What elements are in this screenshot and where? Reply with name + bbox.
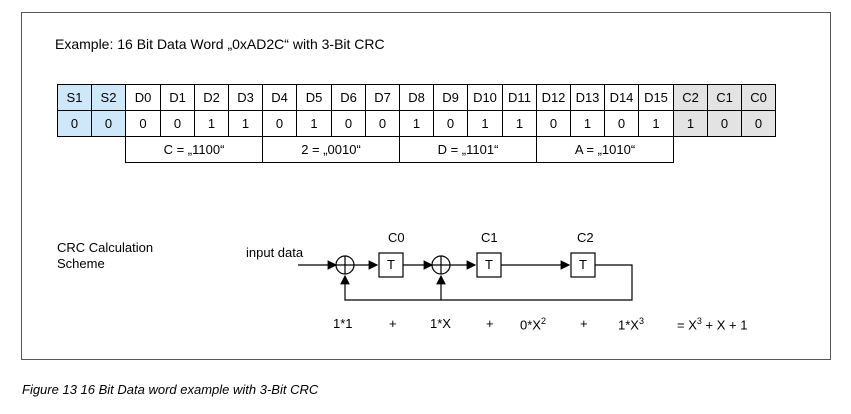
bit-header-c0: C0	[741, 84, 776, 111]
input-data-label: input data	[246, 245, 304, 260]
xor-1	[335, 255, 355, 275]
example-title: Example: 16 Bit Data Word „0xAD2C“ with …	[55, 36, 385, 52]
poly-plus-2: +	[486, 316, 494, 331]
poly-term-1: 1*1	[333, 316, 353, 331]
register-c1-t: T	[485, 257, 493, 272]
crc-scheme-label: CRC Calculation Scheme	[57, 240, 154, 271]
poly-result: = X3 + X + 1	[677, 316, 748, 333]
figure-caption: Figure 13 16 Bit Data word example with …	[22, 382, 319, 397]
register-box-c0	[378, 252, 404, 278]
register-c0-t: T	[387, 257, 395, 272]
register-label-c0: C0	[388, 230, 405, 245]
register-label-c1: C1	[481, 230, 498, 245]
poly-term-4: 1*X3	[618, 316, 644, 333]
register-box-c1	[476, 252, 502, 278]
bit-header-s1: S1	[57, 84, 92, 111]
poly-term-2: 1*X	[430, 316, 451, 331]
figure-frame	[21, 12, 831, 360]
nibble-group-4: A = „1010“	[536, 136, 674, 163]
register-label-c2: C2	[577, 230, 594, 245]
poly-plus-1: +	[389, 316, 397, 331]
feedback-loop	[340, 264, 633, 301]
poly-term-3: 0*X2	[520, 316, 546, 333]
xor-2	[431, 255, 451, 275]
bit-value-c0: 0	[741, 110, 776, 137]
register-c2-t: T	[579, 257, 587, 272]
poly-plus-3: +	[580, 316, 588, 331]
